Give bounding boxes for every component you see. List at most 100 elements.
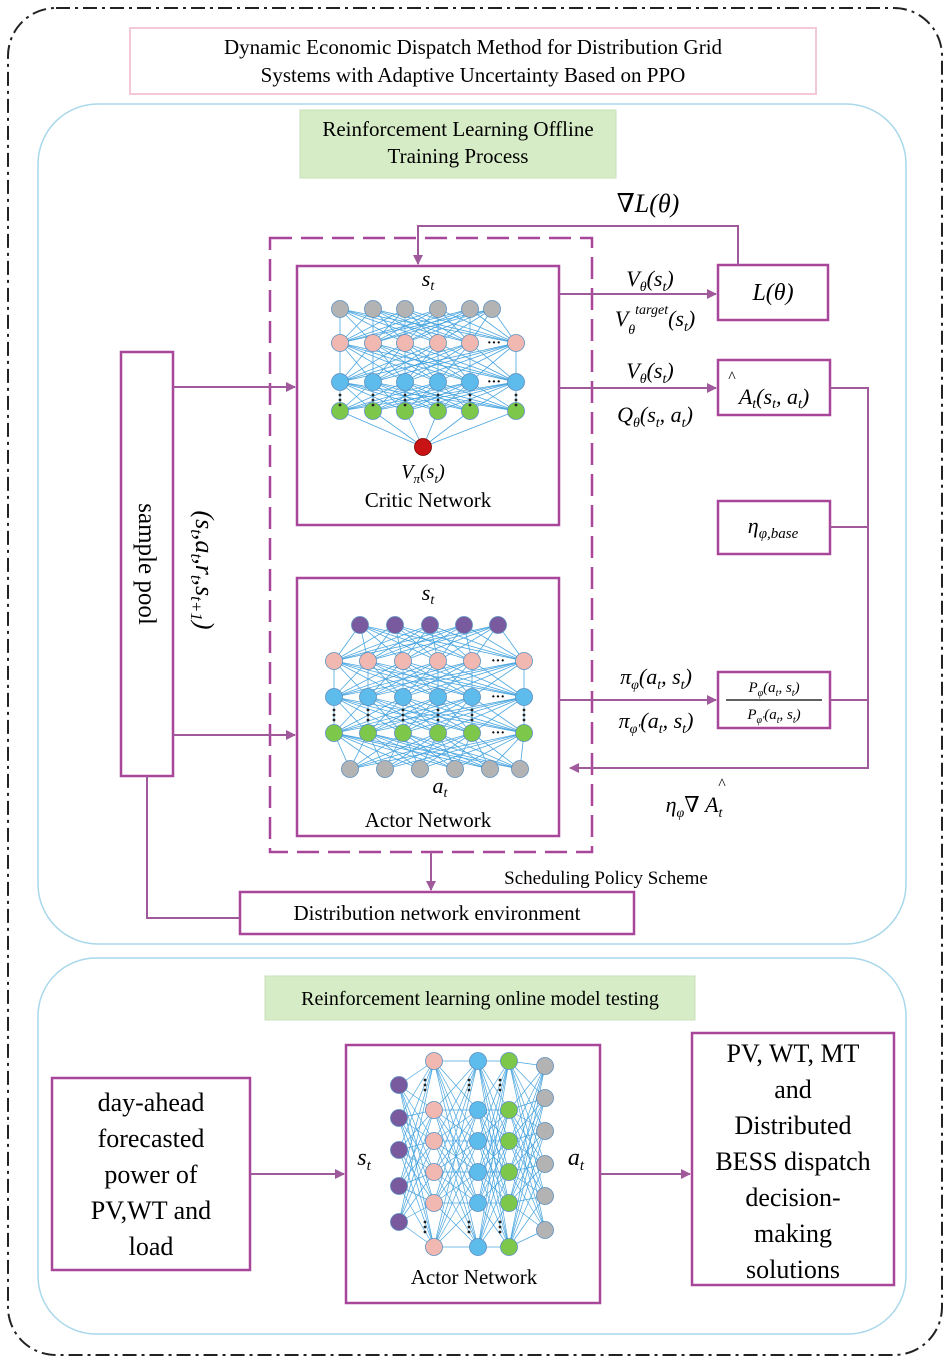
net-edge [437,696,525,734]
net-edge [398,1084,435,1204]
dot [436,393,440,397]
net-edge [404,308,471,344]
dot [467,1230,471,1234]
advantage-hat: ^ [728,369,736,386]
dot [467,1088,471,1092]
net-edge [349,732,439,770]
net-edge [508,1130,546,1248]
net-node [446,760,464,778]
net-node [461,373,479,391]
dot [468,403,472,407]
transition-tuple: (st,at,rt,st+1) [187,510,219,629]
net-edge [333,660,404,698]
net-node [515,652,533,670]
net-node [429,402,447,420]
net-node [500,1132,518,1150]
dot [332,708,336,712]
critic-net-graphic: ······ [331,300,525,456]
net-node [396,300,414,318]
net-edge [433,1140,479,1248]
dot [366,713,370,717]
net-node [469,1194,487,1212]
environment-box [238,890,636,936]
outer-frame [7,7,943,1356]
online-net-graphic [390,1052,554,1256]
net-edge [372,381,471,412]
net-edge [508,1065,546,1204]
net-edge [508,1171,546,1231]
net-edge [437,308,493,344]
net-node [469,1238,487,1256]
net-edge [398,1084,435,1142]
net-node [429,373,447,391]
net-edge [339,308,406,344]
net-node [351,616,369,634]
net-edge [398,1060,435,1119]
update-gradient-label: ηφ∇ At [666,792,724,821]
net-edge [384,732,525,770]
net-edge [508,1195,546,1248]
net-edge [419,732,525,770]
dot [498,1230,502,1234]
dot [371,398,375,402]
net-node [331,402,349,420]
net-node [429,652,447,670]
net-edge [508,1060,546,1165]
text-line: Distributed [735,1111,852,1140]
net-edge [398,1084,435,1173]
pool-to-environment-line [146,776,240,919]
net-edge [339,381,471,412]
net-node [386,616,404,634]
net-node [390,1109,408,1127]
net-edge [372,342,471,383]
dot [498,1083,502,1087]
dot [401,718,405,722]
net-edge [508,1065,546,1142]
critic-network-label: Critic Network [365,488,492,512]
net-edge [398,1060,435,1151]
net-edge [398,1109,435,1187]
net-edge [404,381,471,412]
dot [403,403,407,407]
net-node [463,652,481,670]
dot [522,713,526,717]
net-edge [477,1060,510,1142]
dot [423,1083,427,1087]
net-node [536,1155,554,1173]
net-edge [433,1109,479,1142]
dot [467,1220,471,1224]
net-edge [508,1163,546,1248]
net-edge [398,1117,435,1248]
net-node [463,688,481,706]
net-edge [398,1109,435,1223]
dot [498,1220,502,1224]
dot [366,718,370,722]
net-node [390,1177,408,1195]
net-edge [437,624,499,662]
net-edge [398,1060,435,1187]
net-node [461,402,479,420]
net-edge [398,1140,435,1223]
title-box [129,27,817,95]
net-node [325,688,343,706]
net-edge [367,660,473,698]
net-edge [402,660,473,698]
ellipsis: ··· [491,726,505,741]
dot [332,718,336,722]
net-edge [333,732,386,770]
net-edge [433,1060,479,1111]
title-line-1: Dynamic Economic Dispatch Method for Dis… [224,35,723,59]
net-node [425,1194,443,1212]
net-node [359,724,377,742]
net-node [331,300,349,318]
net-edge [359,624,525,662]
dot [514,393,518,397]
net-edge [433,1060,479,1204]
net-node [481,760,499,778]
dot [467,1078,471,1082]
dot [403,398,407,402]
net-node [536,1187,554,1205]
dot [470,713,474,717]
